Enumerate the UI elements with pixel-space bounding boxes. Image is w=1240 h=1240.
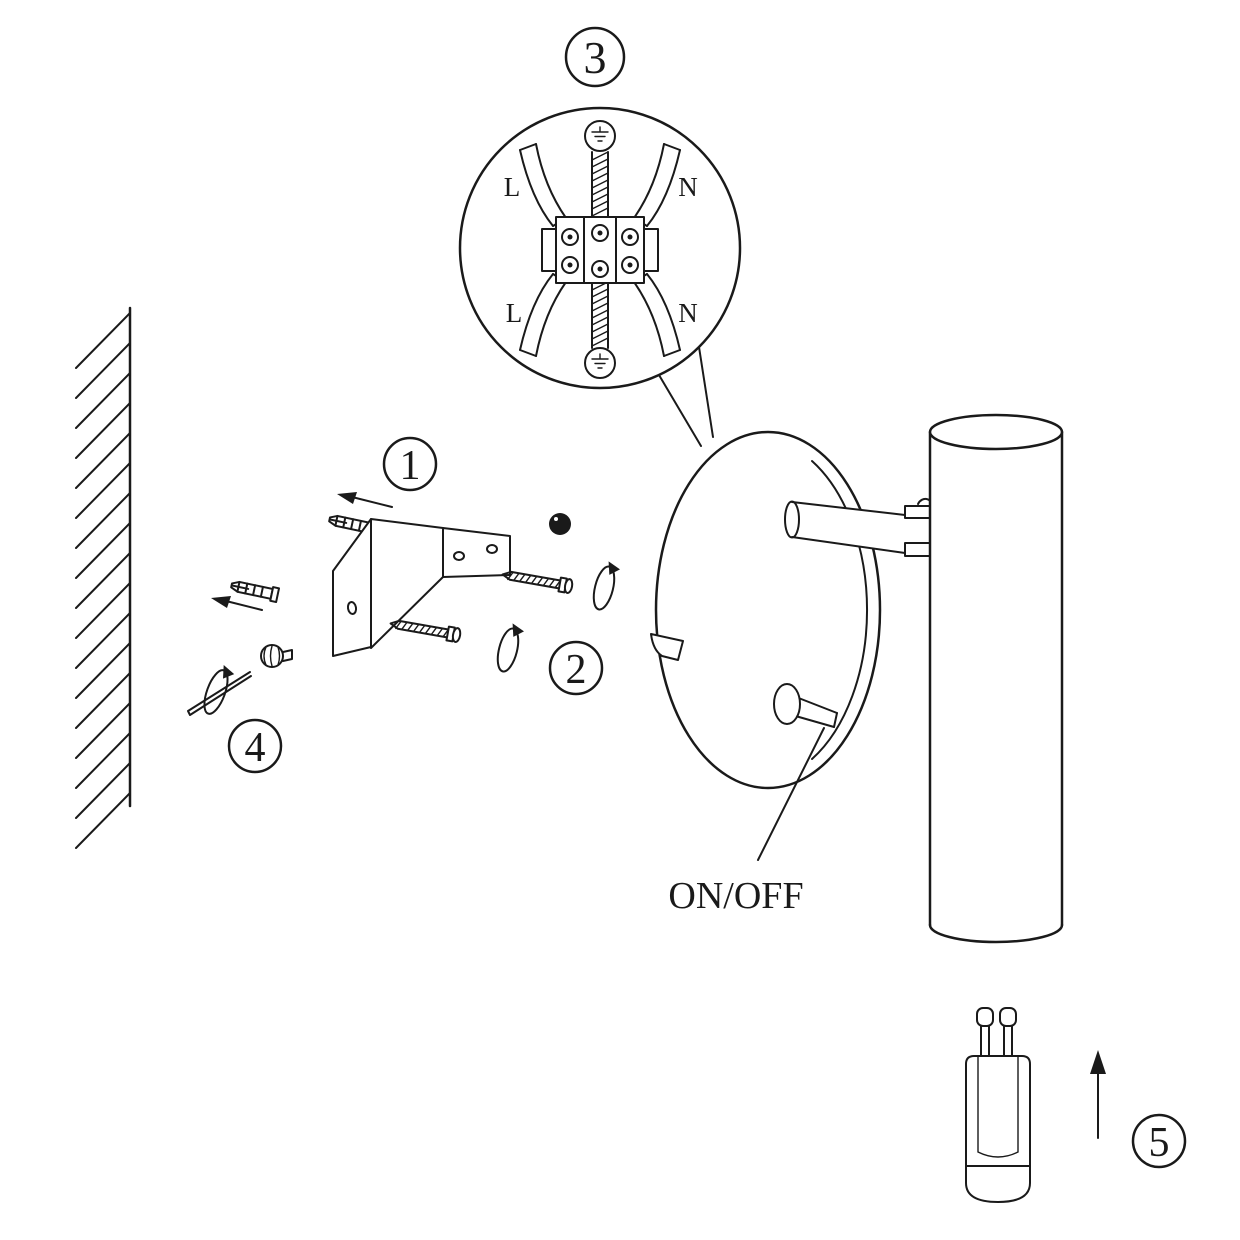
step-4-number: 4	[245, 725, 266, 771]
switch-pointer-line	[757, 727, 825, 861]
callout-tail-line	[698, 346, 714, 438]
lamp-backplate	[654, 430, 882, 790]
wire-label-neutral-top: N	[678, 172, 698, 202]
bracket-right-plate	[442, 527, 511, 578]
step-3-number: 3	[584, 32, 607, 83]
step-5-number: 5	[1149, 1120, 1170, 1166]
step-1-badge: 1	[382, 436, 438, 492]
wiring-callout: L N L N	[458, 106, 742, 447]
up-arrow-icon	[1090, 1050, 1106, 1139]
mounting-screw	[389, 619, 462, 643]
rotation-arrow-icon	[496, 623, 524, 673]
wire-label-neutral-bottom: N	[678, 298, 698, 328]
terminal-rod	[591, 151, 609, 349]
bracket-hole	[453, 551, 465, 561]
terminal-side-tab	[643, 228, 659, 272]
step-1-number: 1	[400, 443, 421, 489]
terminal-side-tab	[541, 228, 557, 272]
on-off-knob[interactable]	[773, 683, 838, 728]
mounting-screw	[501, 570, 574, 594]
switch-callout: ON/OFF	[668, 727, 825, 917]
wall-hatching	[75, 312, 131, 849]
bulb	[965, 1007, 1031, 1203]
mounting-bracket	[332, 518, 511, 657]
lamp-arm	[784, 500, 906, 554]
step-4-badge: 4	[227, 718, 283, 774]
lamp-tube	[928, 413, 1064, 944]
direction-arrow-icon	[211, 596, 263, 611]
bulb-pin-loop	[999, 1007, 1017, 1027]
step-5-badge: 5	[1131, 1113, 1187, 1169]
wire-label-live-bottom: L	[506, 298, 523, 328]
screw-cap	[549, 513, 571, 535]
arm-clamp	[904, 498, 933, 557]
bracket-hole	[486, 544, 498, 554]
keyhole-slot	[650, 633, 684, 661]
ground-symbol-icon	[584, 347, 616, 379]
terminal-block	[541, 216, 659, 284]
terminal-screws	[561, 224, 639, 278]
bracket-hole	[346, 601, 358, 615]
switch-label: ON/OFF	[668, 875, 803, 917]
driver-shaft	[187, 671, 252, 716]
dome-screw	[260, 644, 293, 668]
rotation-arrow-icon	[592, 561, 620, 611]
step-2-number: 2	[566, 647, 587, 693]
bulb-pin-loop	[976, 1007, 994, 1027]
rotation-arrow-icon	[203, 665, 235, 715]
bracket-left-plate	[332, 518, 372, 657]
bulb-inner-capsule	[977, 1055, 1019, 1158]
lamp-assembly	[650, 413, 1064, 944]
direction-arrow-icon	[337, 492, 393, 508]
step-2-badge: 2	[548, 640, 604, 696]
wire-label-live-top: L	[504, 172, 521, 202]
bracket-web	[370, 518, 444, 649]
wall	[75, 306, 132, 849]
wall-anchor	[230, 580, 281, 604]
ground-symbol-icon	[584, 120, 616, 152]
backplate-rim	[811, 460, 868, 760]
bulb-body	[965, 1055, 1031, 1203]
callout-tail-line	[658, 374, 702, 447]
step-3-badge: 3	[564, 26, 626, 88]
bulb-pins	[980, 1025, 1013, 1057]
